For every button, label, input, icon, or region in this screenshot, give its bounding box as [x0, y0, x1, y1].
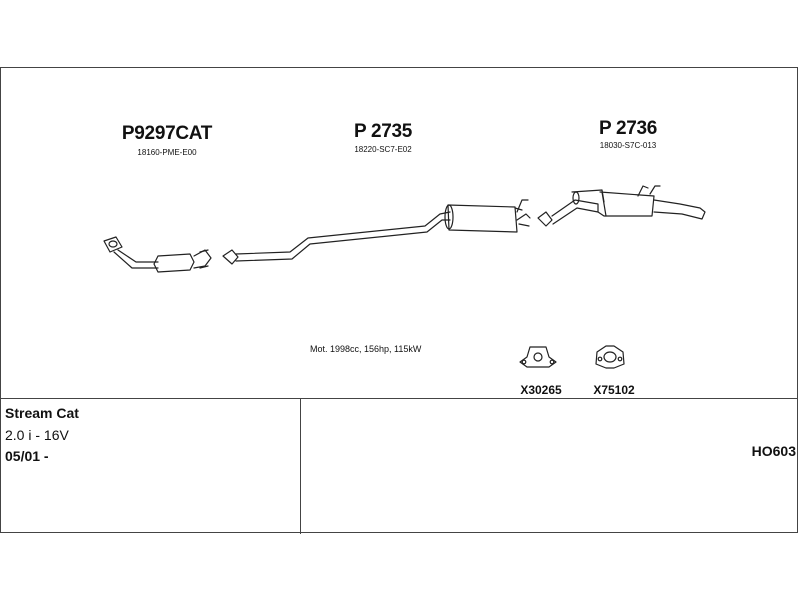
vehicle-engine: 2.0 i - 16V: [5, 427, 69, 443]
part-code-1[interactable]: P9297CAT: [121, 123, 213, 144]
part-code-3[interactable]: P 2736: [598, 118, 658, 139]
center-muffler-part[interactable]: [222, 199, 531, 265]
engine-info: Mot. 1998cc, 156hp, 115kW: [310, 344, 422, 354]
catalytic-converter-part[interactable]: [103, 236, 212, 273]
divider-vertical: [300, 398, 301, 534]
oem-number-2: 18220-SC7-E02: [354, 145, 412, 154]
part-code-2[interactable]: P 2735: [353, 121, 413, 142]
diagram-frame: [0, 67, 798, 534]
divider-horizontal: [1, 398, 797, 399]
oem-number-1: 18160-PME-E00: [137, 148, 197, 157]
vehicle-date: 05/01 -: [5, 448, 49, 464]
diagram-code: HO603: [751, 443, 796, 459]
gasket-code-1[interactable]: X30265: [520, 383, 562, 397]
rear-muffler-part[interactable]: [537, 185, 706, 227]
vehicle-model: Stream Cat: [5, 405, 79, 421]
oem-number-3: 18030-S7C-013: [599, 141, 657, 150]
gasket-code-2[interactable]: X75102: [593, 383, 635, 397]
gasket-x75102-icon[interactable]: [595, 345, 625, 369]
gasket-x30265-icon[interactable]: [519, 346, 557, 368]
